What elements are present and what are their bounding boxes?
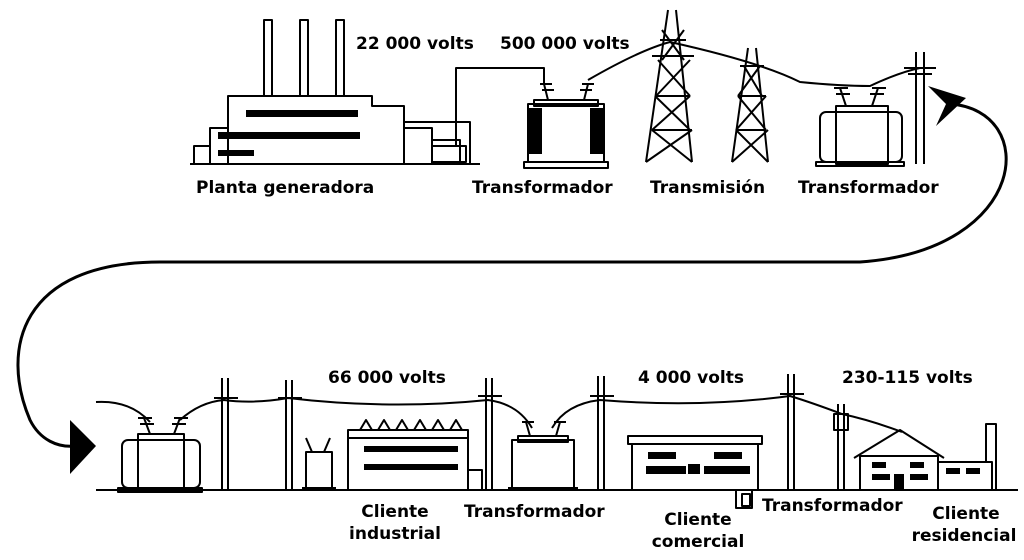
industrial-stripe-2 [364,464,458,470]
residential-house [853,423,997,490]
utility-pole-top [904,52,936,164]
plant-stripe-3 [218,150,254,156]
label-planta-generadora: Planta generadora [196,178,375,198]
transmission-wire [587,41,921,87]
plant-stripe-2 [218,132,360,139]
house-door [894,474,904,490]
label-cliente-industrial-line2: industrial [349,524,441,544]
house-window-1 [872,462,886,468]
transmission-tower-tall [645,9,694,163]
house-window-5 [946,468,960,474]
voltage-label-22000: 22 000 volts [356,34,474,54]
voltage-label-500000: 500 000 volts [500,34,630,54]
transformer-4 [508,421,578,489]
transformer-2 [815,87,905,167]
transformer-1-fin-right [590,108,604,154]
utility-pole-3 [478,378,502,490]
connector-arrow-bottom [70,420,96,474]
commercial-window-2 [714,452,742,459]
label-transformador-3: Transformador [464,502,605,522]
commercial-building [627,435,763,491]
flow-connector [16,102,1008,448]
label-transformador-2: Transformador [798,178,939,198]
label-cliente-comercial-line1: Cliente [664,510,732,530]
industrial-stripe-1 [364,446,458,452]
plant-feed-line [455,67,545,146]
label-cliente-residencial-line1: Cliente [932,504,1000,524]
voltage-label-66000: 66 000 volts [328,368,446,388]
transformer-underground [735,490,753,509]
house-window-3 [872,474,890,480]
voltage-label-230-115: 230-115 volts [842,368,973,388]
label-cliente-industrial-line1: Cliente [361,502,429,522]
house-window-2 [910,462,924,468]
utility-pole-4 [590,376,614,490]
label-transformador-1: Transformador [472,178,613,198]
label-cliente-comercial-line2: comercial [651,532,745,552]
commercial-window-4 [704,466,750,474]
utility-pole-2 [278,380,302,490]
house-window-4 [910,474,928,480]
label-transmision: Transmisión [650,178,766,198]
transformer-industrial [302,437,336,489]
label-transformador-4: Transformador [762,496,903,516]
transmission-tower-short [731,47,769,163]
label-cliente-residencial-line2: residencial [911,526,1017,546]
distribution-wire [95,395,903,433]
commercial-window-3 [646,466,686,474]
transformer-1-fin-left [528,108,542,154]
commercial-window-1 [648,452,676,459]
plant-stripe-1 [246,110,358,117]
power-plant [193,19,471,164]
transformer-3 [117,417,203,493]
commercial-door [688,464,700,474]
utility-pole-5 [780,374,804,490]
house-window-6 [966,468,980,474]
connector-arrow-top [928,86,966,126]
voltage-label-4000: 4 000 volts [638,368,744,388]
industrial-building [347,419,483,490]
utility-pole-6 [833,404,849,490]
utility-pole-1 [214,378,238,490]
